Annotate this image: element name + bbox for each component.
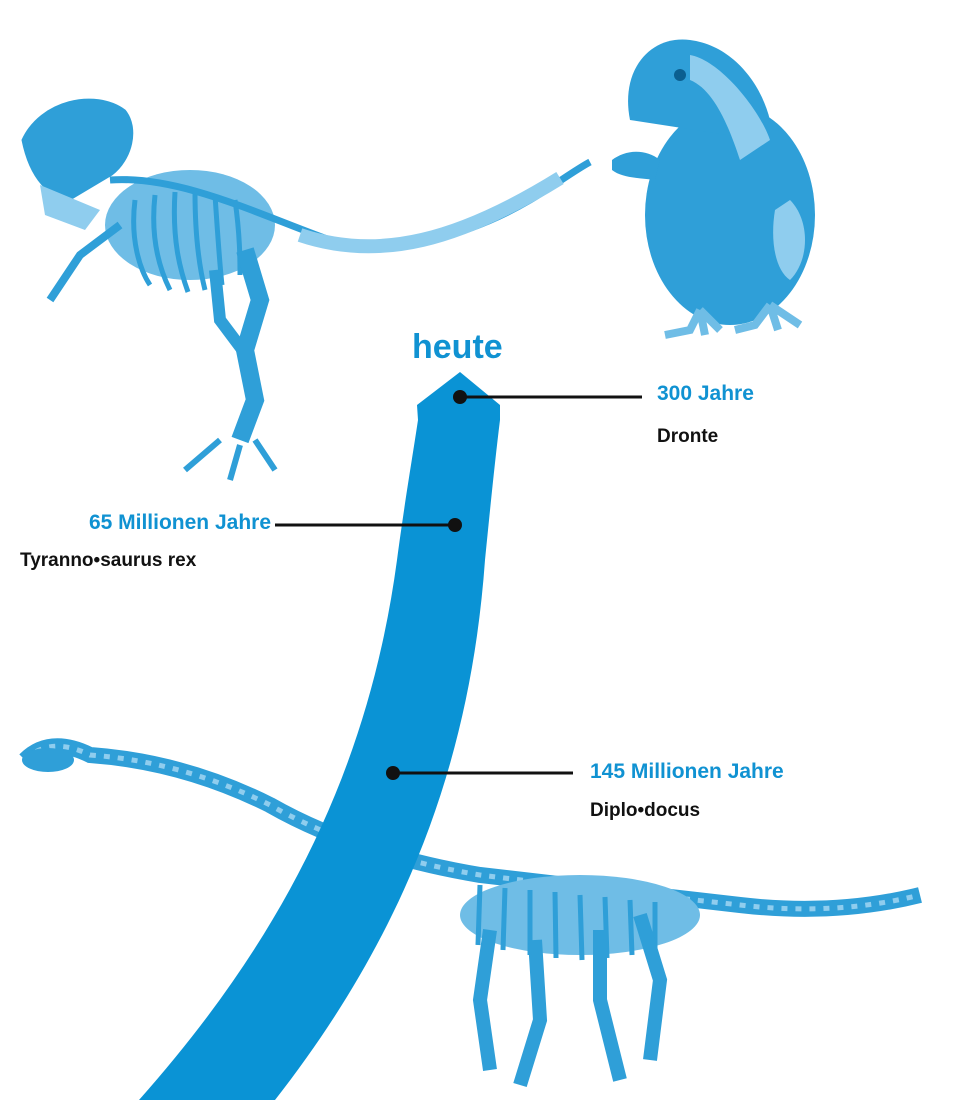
dodo-bird-illustration xyxy=(612,40,815,335)
event-time-label: 65 Millionen Jahre xyxy=(89,511,271,535)
event-time-label: 300 Jahre xyxy=(657,382,754,406)
timeline-marker-dot xyxy=(453,390,467,404)
timeline-marker-dot xyxy=(448,518,462,532)
timeline-marker-dot xyxy=(386,766,400,780)
diplodocus-skeleton-illustration xyxy=(22,746,920,1085)
timeline-arrow xyxy=(139,372,500,1100)
event-time-label: 145 Millionen Jahre xyxy=(590,760,784,784)
t-rex-skeleton-illustration xyxy=(22,99,590,480)
event-name-label: Diplo•docus xyxy=(590,800,700,822)
timeline-top-label: heute xyxy=(412,328,503,367)
event-name-label: Dronte xyxy=(657,426,718,448)
event-name-label: Tyranno•saurus rex xyxy=(20,550,196,572)
